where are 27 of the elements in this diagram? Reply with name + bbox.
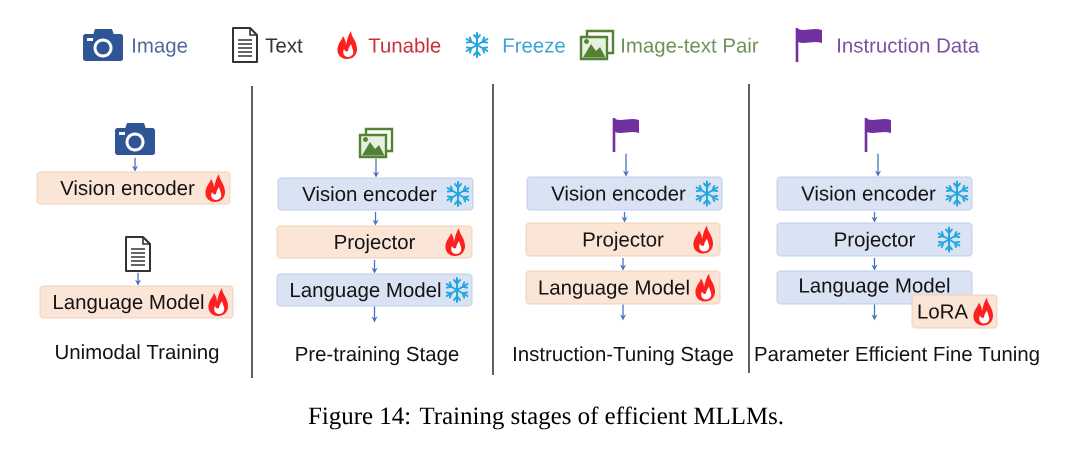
legend-label: Freeze	[503, 38, 565, 53]
module-box: Language Model	[776, 270, 973, 305]
module-box: Vision encoder	[277, 177, 474, 211]
module-box: Language Model	[276, 273, 473, 307]
image-pair-icon	[358, 127, 394, 159]
module-box: Projector	[776, 222, 973, 257]
legend-label: Image-text Pair	[622, 37, 759, 57]
module-box: Vision encoder	[36, 171, 231, 205]
flag-icon	[612, 118, 639, 152]
legend-label: Image	[133, 38, 188, 57]
stage-label: Unimodal Training	[56, 344, 219, 364]
caption: Figure 14: Training stages of efficient MLLMs.	[308, 406, 783, 430]
module-box: Vision encoder	[776, 176, 973, 211]
legend-label: Instruction Data	[838, 37, 980, 53]
module-box: Vision encoder	[526, 176, 723, 211]
module-box: Language Model	[525, 270, 721, 305]
document-icon	[125, 236, 151, 272]
stage-label: Pre-training Stage	[296, 346, 459, 366]
module-box: Language Model	[39, 285, 234, 319]
module-box: Projector	[276, 225, 473, 259]
flag-icon	[864, 118, 891, 152]
legend-label: Text	[265, 38, 303, 53]
stage-label: Parameter Efficient Fine Tuning	[755, 346, 1039, 366]
camera-icon	[115, 123, 155, 155]
stage-label: Instruction-Tuning Stage	[514, 346, 733, 366]
legend-label: Tunable	[368, 37, 441, 53]
module-box: Projector	[525, 222, 721, 257]
